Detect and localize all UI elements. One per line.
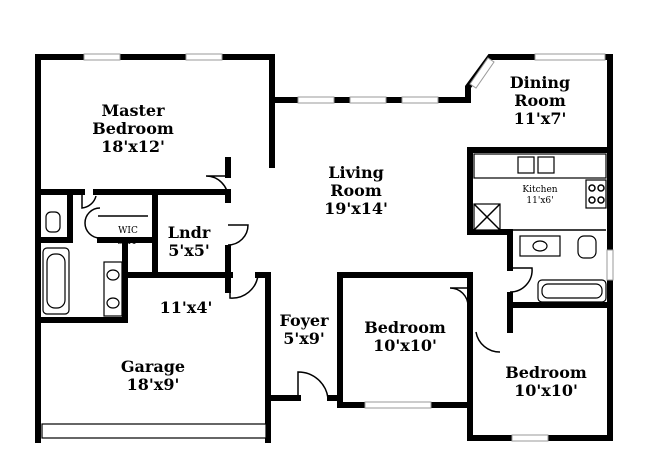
sink — [106, 269, 120, 281]
door-swing — [509, 267, 533, 293]
bath-sink — [532, 240, 548, 252]
kitchen-sink — [517, 156, 535, 174]
bay-window — [469, 57, 495, 89]
window — [401, 96, 439, 104]
garage-name: Garage — [121, 357, 185, 376]
master-bedroom-name-1: Master — [101, 101, 165, 120]
fixtures — [41, 153, 607, 439]
window — [83, 53, 121, 61]
room-labels: Master Bedroom 18'x12' Dining Room 11'x7… — [92, 73, 587, 400]
living-room-name-1: Living — [328, 163, 384, 182]
door-swing — [84, 207, 101, 239]
burner — [597, 196, 605, 204]
window — [185, 53, 223, 61]
kitchen-size: 11'x6' — [526, 196, 553, 206]
master-bedroom-size: 18'x12' — [101, 137, 165, 156]
interior-walls — [35, 147, 613, 333]
living-room-size: 19'x14' — [324, 199, 388, 218]
wic-size: 5'x4' — [117, 237, 138, 247]
burner — [597, 184, 605, 192]
door-swing — [81, 192, 97, 209]
living-room-name-2: Room — [330, 181, 382, 200]
window — [349, 96, 387, 104]
window — [606, 249, 614, 281]
window — [511, 434, 549, 442]
door-swing — [475, 331, 501, 353]
window — [297, 96, 335, 104]
door-swing — [205, 175, 229, 199]
dining-room-name-1: Dining — [510, 73, 570, 92]
bedroom-right-name: Bedroom — [505, 363, 587, 382]
laundry-name: Lndr — [168, 223, 211, 242]
burner — [588, 196, 596, 204]
burner — [588, 184, 596, 192]
window — [364, 401, 432, 409]
wic-name: WIC — [118, 226, 138, 236]
doors — [81, 175, 533, 399]
bath-toilet — [577, 235, 597, 259]
windows — [83, 53, 614, 442]
laundry-size: 5'x5' — [168, 241, 210, 260]
bedroom-center-name: Bedroom — [364, 318, 446, 337]
storage-size: 11'x4' — [160, 298, 213, 317]
garage-door — [41, 423, 267, 439]
door-swing — [229, 274, 259, 299]
bathtub-basin — [46, 253, 66, 309]
garage-size: 18'x9' — [127, 375, 180, 394]
dining-room-name-2: Room — [514, 91, 566, 110]
foyer-name: Foyer — [279, 311, 329, 330]
bath-tub-basin — [541, 283, 603, 299]
door-swing — [297, 371, 329, 399]
master-bedroom-name-2: Bedroom — [92, 119, 174, 138]
sink — [106, 297, 120, 309]
door-swing — [227, 224, 249, 246]
kitchen-name: Kitchen — [522, 185, 557, 195]
stove — [585, 179, 607, 209]
dining-room-size: 11'x7' — [514, 109, 567, 128]
toilet — [45, 211, 61, 233]
bedroom-right-size: 10'x10' — [514, 381, 578, 400]
door-swing — [449, 287, 469, 307]
kitchen-sink — [537, 156, 555, 174]
foyer-size: 5'x9' — [283, 329, 325, 348]
window — [534, 53, 606, 61]
bedroom-center-size: 10'x10' — [373, 336, 437, 355]
